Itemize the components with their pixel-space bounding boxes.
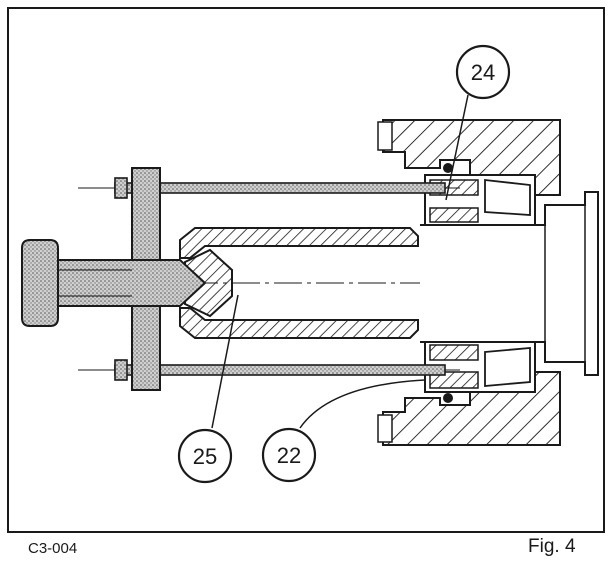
figure-caption: Fig. 4 <box>528 536 576 557</box>
callout-label-24: 24 <box>471 60 495 85</box>
bearing-lower <box>424 341 536 403</box>
leader-line-22 <box>299 379 426 429</box>
leader-line-24 <box>445 94 469 201</box>
forcing-screw <box>21 239 207 327</box>
leader-line-25 <box>211 294 239 429</box>
shaft <box>420 191 599 376</box>
callout-25: 25 <box>177 428 233 484</box>
callout-label-22: 22 <box>277 443 301 468</box>
callout-22: 22 <box>261 427 317 483</box>
callout-label-25: 25 <box>193 444 217 469</box>
figure-code: C3-004 <box>28 540 78 557</box>
callout-24: 24 <box>455 44 511 100</box>
puller-sleeve <box>179 227 419 339</box>
figure-border <box>7 7 605 533</box>
